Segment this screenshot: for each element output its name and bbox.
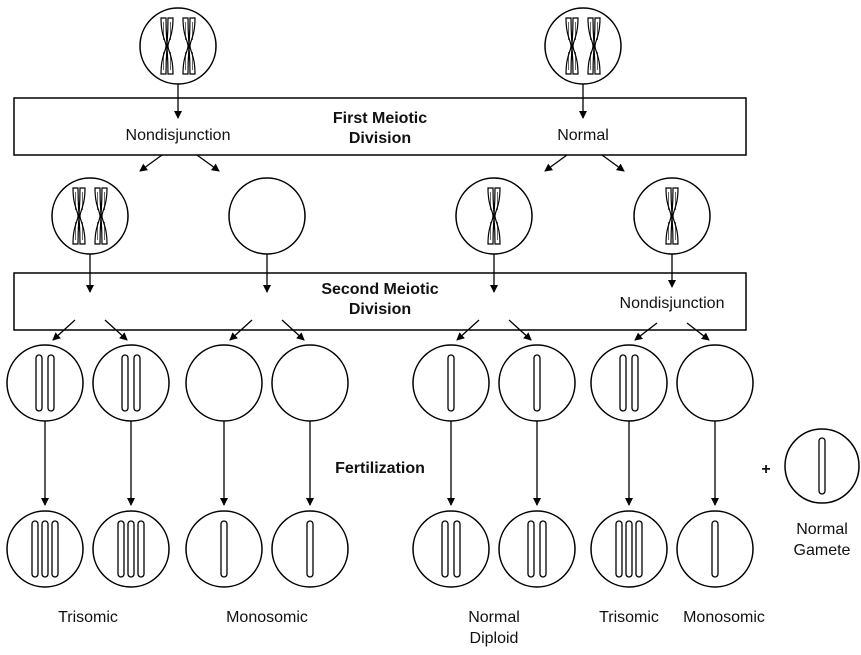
normal-gamete-cell xyxy=(784,428,860,504)
zygote-5 xyxy=(412,510,490,588)
zygote-3 xyxy=(185,510,263,588)
zygote-4 xyxy=(271,510,349,588)
zygote-8 xyxy=(676,510,754,588)
arrow-second-2b xyxy=(281,319,305,341)
secondary-cell-3 xyxy=(455,177,533,255)
arrow-first-right-a xyxy=(544,154,568,172)
label-normal-diploid-line1: Normal xyxy=(468,609,520,626)
gamete-6 xyxy=(498,344,576,422)
zygote-1 xyxy=(6,510,84,588)
gamete-1 xyxy=(6,344,84,422)
arrow-second-3a xyxy=(456,319,480,341)
gamete-8 xyxy=(676,344,754,422)
second-division-title-line2: Division xyxy=(349,301,411,318)
normal-gamete-label-line2: Gamete xyxy=(794,542,851,559)
first-division-title-line1: First Meiotic xyxy=(333,110,427,127)
gamete-5 xyxy=(412,344,490,422)
zygote-2 xyxy=(92,510,170,588)
arrow-second-2a xyxy=(229,319,253,341)
zygote-6 xyxy=(498,510,576,588)
first-meiotic-division-box xyxy=(13,97,747,156)
second-division-title-line1: Second Meiotic xyxy=(321,281,438,298)
gamete-3 xyxy=(185,344,263,422)
fertilization-label: Fertilization xyxy=(335,460,425,477)
zygote-7 xyxy=(590,510,668,588)
label-monosomic-right: Monosomic xyxy=(683,609,765,626)
secondary-cell-2 xyxy=(228,177,306,255)
arrow-second-1b xyxy=(104,319,128,341)
parent-cell-right xyxy=(544,7,622,85)
arrow-second-4a xyxy=(634,322,658,341)
label-normal-diploid-line2: Diploid xyxy=(470,630,519,647)
arrow-second-1a xyxy=(52,319,76,341)
plus-sign: + xyxy=(761,461,770,478)
arrow-first-left-b xyxy=(196,154,220,172)
second-nondisjunction-label: Nondisjunction xyxy=(620,295,725,312)
gamete-4 xyxy=(271,344,349,422)
arrow-second-3b xyxy=(508,319,532,341)
label-monosomic-left: Monosomic xyxy=(226,609,308,626)
secondary-cell-4 xyxy=(633,177,711,255)
normal-gamete-label-line1: Normal xyxy=(796,521,848,538)
arrow-second-4b xyxy=(686,322,710,341)
label-trisomic-left: Trisomic xyxy=(58,609,118,626)
label-trisomic-right: Trisomic xyxy=(599,609,659,626)
second-meiotic-division-box xyxy=(13,272,747,331)
gamete-2 xyxy=(92,344,170,422)
arrow-first-right-b xyxy=(601,154,625,172)
first-division-title-line2: Division xyxy=(349,130,411,147)
first-nondisjunction-label: Nondisjunction xyxy=(126,127,231,144)
gamete-7 xyxy=(590,344,668,422)
parent-cell-left xyxy=(139,7,217,85)
first-normal-label: Normal xyxy=(557,127,609,144)
secondary-cell-1 xyxy=(51,177,129,255)
arrow-first-left-a xyxy=(139,154,163,172)
